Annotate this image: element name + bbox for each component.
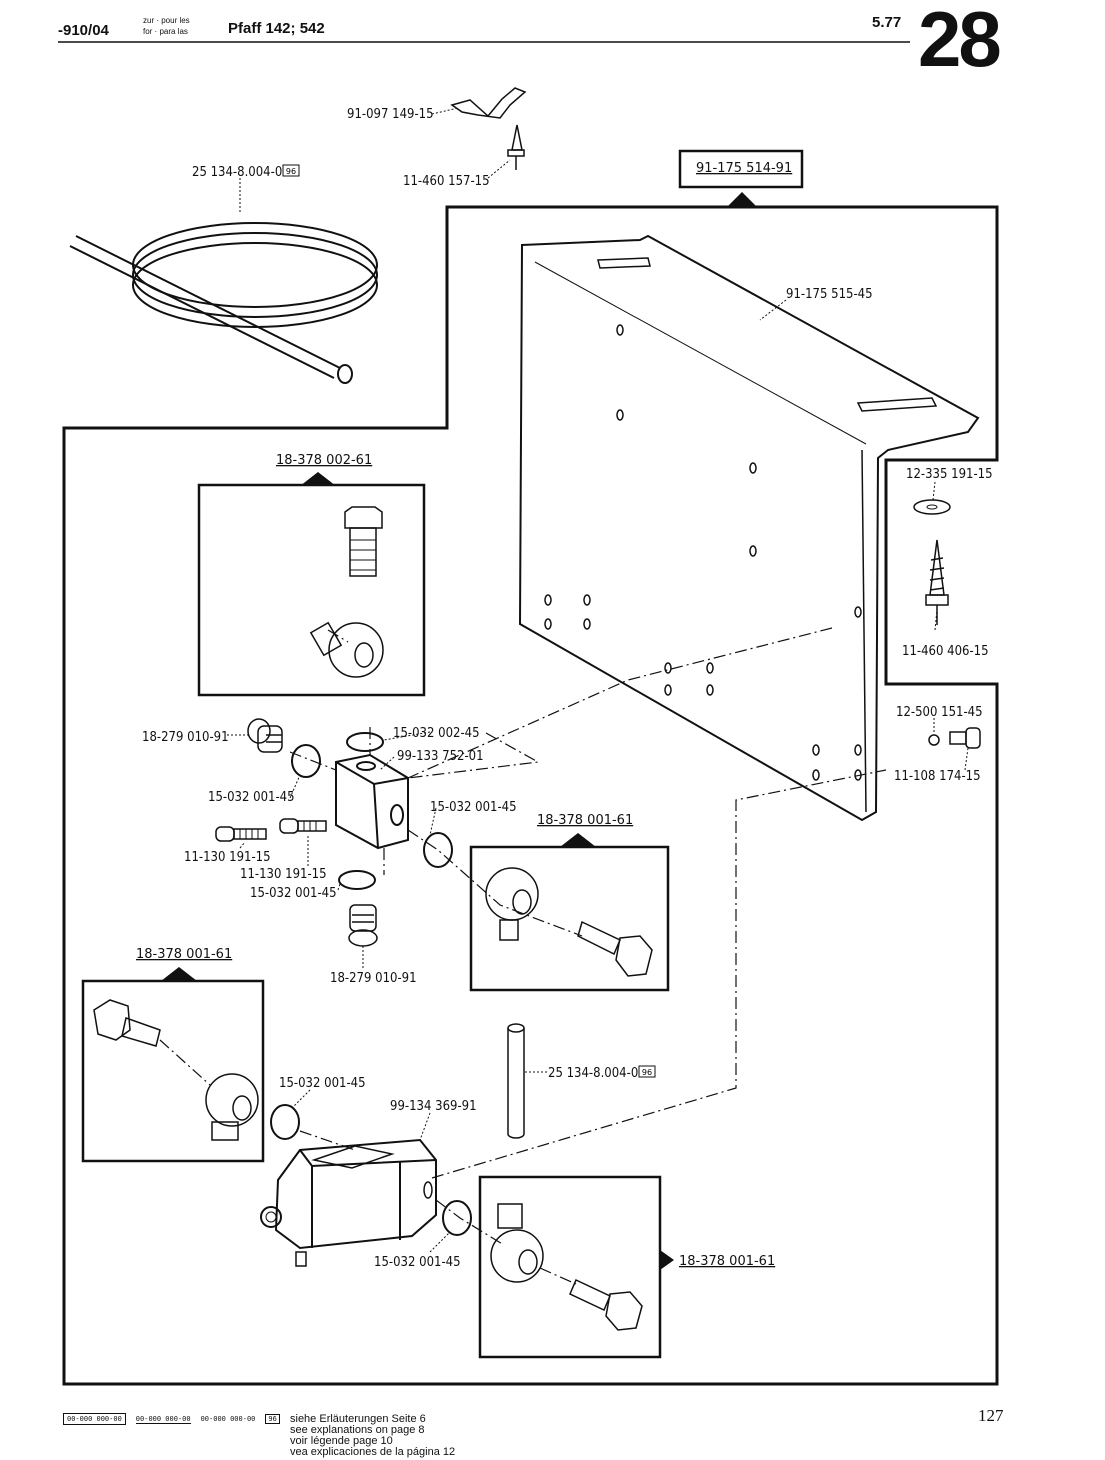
legend-code-3: 00-000 000-00 (200, 1415, 256, 1423)
mounting-plate-part (518, 234, 980, 822)
plug-bottom-part (348, 904, 378, 947)
legend-code-2: 00-000 000-00 (135, 1414, 191, 1424)
label-screw-b: 11-130 191-15 (240, 867, 327, 882)
explain-de: siehe Erläuterungen Seite 6 (290, 1413, 426, 1425)
label-plug-top: 18-279 010-91 (142, 730, 229, 745)
label-screw-small: 11-108 174-15 (894, 769, 981, 784)
explain-fr: voir légende page 10 (290, 1435, 393, 1447)
wood-screw-part (925, 539, 949, 625)
washer-right-part (913, 499, 951, 515)
label-banjo-kit-a: 18-378 002-61 (276, 453, 372, 468)
badge-tube-straight: 96 (638, 1065, 656, 1078)
screw-top-part (507, 124, 525, 170)
banjo-kit-a-frame (197, 483, 426, 697)
explain-en: see explanations on page 8 (290, 1424, 425, 1436)
badge-tube-coil: 96 (282, 164, 300, 177)
label-banjo-kit-d: 18-378 001-61 (679, 1254, 775, 1269)
label-valve: 99-134 369-91 (390, 1099, 477, 1114)
label-banjo-kit-b: 18-378 001-61 (537, 813, 633, 828)
issue-date: 5.77 (872, 14, 902, 31)
language-prep-line-1: zur · pour les (143, 16, 190, 25)
label-seal-left: 15-032 001-45 (208, 790, 295, 805)
series-number: -910/04 (58, 22, 109, 39)
solenoid-valve-part (260, 1138, 437, 1267)
explain-es: vea explicaciones de la página 12 (290, 1446, 456, 1458)
label-tube-coil: 25 134-8.004-0 (192, 165, 282, 180)
label-wood-screw: 11-460 406-15 (902, 644, 989, 659)
valve-block-part (335, 753, 409, 850)
legend-code-1: 00-000 000-00 (63, 1413, 126, 1425)
label-screw-a: 11-130 191-15 (184, 850, 271, 865)
label-banjo-kit-c: 18-378 001-61 (136, 947, 232, 962)
straight-tube-part (507, 1023, 525, 1139)
banjo-kit-c-frame (81, 979, 265, 1163)
svg-text:96: 96 (286, 167, 296, 176)
label-washer-right: 12-335 191-15 (906, 467, 993, 482)
page-group-number: 28 (918, 0, 1002, 83)
label-assembly-main: 91-175 514-91 (696, 161, 792, 176)
label-block: 99-133 752-01 (397, 749, 484, 764)
main-assembly-frame (62, 205, 999, 1386)
tube-coil-part (69, 222, 378, 384)
machine-model: Pfaff 142; 542 (228, 20, 325, 37)
plug-top-part (247, 718, 283, 753)
label-screw-top: 11-460 157-15 (403, 174, 490, 189)
label-seal-valve-left: 15-032 001-45 (279, 1076, 366, 1091)
page-number: 127 (978, 1406, 1004, 1425)
svg-text:96: 96 (642, 1068, 652, 1077)
label-seal-bottom: 15-032 001-45 (250, 886, 337, 901)
banjo-kit-b-frame (469, 845, 670, 992)
label-seal-mid-right: 15-032 001-45 (430, 800, 517, 815)
label-bracket: 91-097 149-15 (347, 107, 434, 122)
label-tube-straight: 25 134-8.004-0 (548, 1066, 638, 1081)
screw-small-part (949, 727, 981, 749)
label-plug-bottom: 18-279 010-91 (330, 971, 417, 986)
footer-legend: 00-000 000-00 00-000 000-00 00-000 000-0… (63, 1413, 280, 1425)
label-seal-valve-right: 15-032 001-45 (374, 1255, 461, 1270)
label-plate: 91-175 515-45 (786, 287, 873, 302)
label-nut-small: 12-500 151-45 (896, 705, 983, 720)
legend-badge: 96 (265, 1414, 280, 1424)
label-seal-top: 15-032 002-45 (393, 726, 480, 741)
bracket-part (450, 87, 527, 119)
nut-small-part (928, 734, 940, 746)
language-prep-line-2: for · para las (143, 27, 188, 36)
